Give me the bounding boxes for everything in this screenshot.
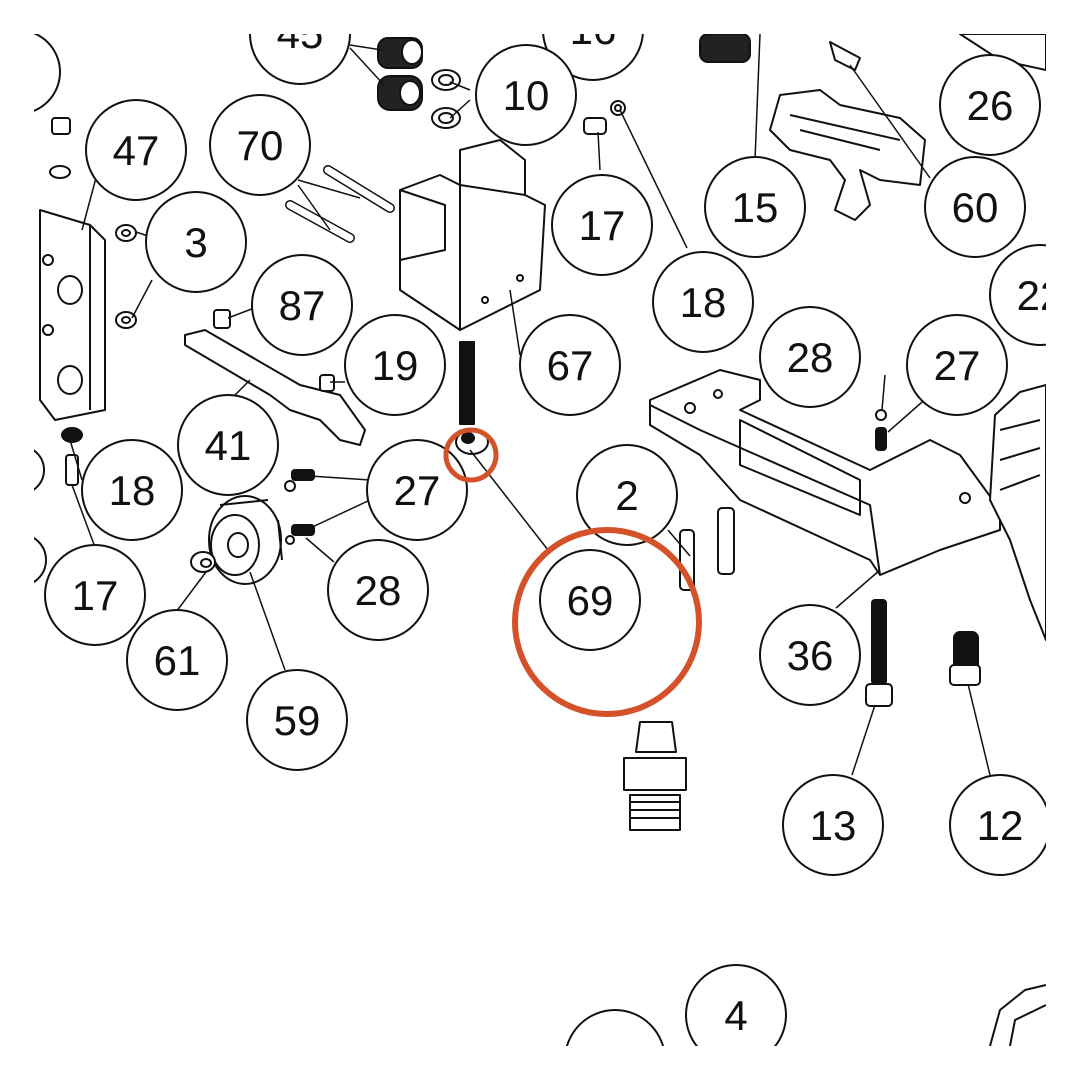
callout-label-47: 47: [113, 127, 160, 174]
callout-label-18a: 18: [680, 279, 727, 326]
screw-17-top: [583, 117, 607, 135]
screw-13: [871, 599, 887, 685]
callout-label-61: 61: [154, 637, 201, 684]
callout-circle-5: [565, 1009, 665, 1046]
pin-above-nozzle: [459, 341, 475, 425]
callout-circle-10: [475, 44, 577, 146]
callout-circle-41: [177, 394, 279, 496]
callout-label-67: 67: [547, 342, 594, 389]
callout-circle-70: [209, 94, 311, 196]
washer-3a: [115, 224, 137, 242]
callout-label-17a: 17: [579, 202, 626, 249]
handle-right: [989, 384, 1046, 641]
callout-circle-18b: [81, 439, 183, 541]
callout-circle-28a: [759, 306, 861, 408]
nut-18-top: [610, 100, 626, 116]
callout-label-17b: 17: [72, 572, 119, 619]
callout-circle-18a: [652, 251, 754, 353]
callout-circle-36: [759, 604, 861, 706]
callout-circle-28b: [327, 539, 429, 641]
callout-label-16: 16: [570, 6, 617, 53]
callout-label-15: 15: [732, 184, 779, 231]
callout-circle-47: [85, 99, 187, 201]
callout-circle-67: [519, 314, 621, 416]
callout-circle-2: [576, 444, 678, 546]
callout-label-60: 60: [952, 184, 999, 231]
callout-circle-13: [782, 774, 884, 876]
part-bottom-right: [989, 984, 1046, 1046]
callout-label-2: 2: [615, 472, 638, 519]
callout-circle-60: [924, 156, 1026, 258]
callout-circle-27b: [366, 439, 468, 541]
part-top-16: [699, 34, 751, 63]
callout-label-28b: 28: [355, 567, 402, 614]
highlight-ring-large: [512, 527, 702, 717]
callout-label-3: 3: [184, 219, 207, 266]
trigger-assembly: [769, 41, 926, 221]
callout-label-36: 36: [787, 632, 834, 679]
callout-labels: 45 16 10 26 47 70 17 15 60 3 87 18 22 19…: [72, 6, 1064, 1080]
callout-label-12: 12: [977, 802, 1024, 849]
nozzle-fitting: [623, 721, 687, 831]
callout-label-45: 45: [277, 10, 324, 57]
callout-label-70: 70: [237, 122, 284, 169]
callout-label-13: 13: [810, 802, 857, 849]
callout-label-4: 4: [724, 992, 747, 1039]
callout-circle-87: [251, 254, 353, 356]
callout-label-27a: 27: [934, 342, 981, 389]
callout-circle-27a: [906, 314, 1008, 416]
block-part-67: [399, 139, 546, 331]
callout-label-22: 22: [1017, 272, 1064, 319]
callout-label-28a: 28: [787, 334, 834, 381]
partial-callout-left-top: [34, 34, 61, 112]
callout-circle-19: [344, 314, 446, 416]
callout-circle-17a: [551, 174, 653, 276]
callout-circle-3: [145, 191, 247, 293]
callout-label-18b: 18: [109, 467, 156, 514]
washer-10b: [431, 107, 461, 129]
rail-part-47: [39, 209, 106, 421]
callout-label-10: 10: [503, 72, 550, 119]
callout-circle-22: [989, 244, 1046, 346]
callout-label-19: 19: [372, 342, 419, 389]
part-right-26: [959, 34, 1046, 71]
callout-circle-69: [539, 549, 641, 651]
knob-part-59: [208, 495, 283, 585]
callout-circle-61: [126, 609, 228, 711]
callout-label-59: 59: [274, 697, 321, 744]
callout-circle-15: [704, 156, 806, 258]
callout-label-69: 69: [567, 577, 614, 624]
partial-wheel-left: [34, 449, 45, 491]
callout-circle-26: [939, 54, 1041, 156]
callout-circle-59: [246, 669, 348, 771]
callout-label-5: 5: [603, 1037, 626, 1080]
callout-circle-12: [949, 774, 1046, 876]
screw-2b: [717, 507, 735, 575]
callout-label-27b: 27: [394, 467, 441, 514]
washer-10a: [431, 69, 461, 91]
slider-part-41: [184, 309, 366, 446]
washer-3b: [115, 311, 137, 329]
callout-label-87: 87: [279, 282, 326, 329]
leader-lines: [69, 34, 991, 776]
callout-circle-17b: [44, 544, 146, 646]
callout-label-26: 26: [967, 82, 1014, 129]
highlight-ring-small: [443, 427, 499, 483]
callout-circle-4: [685, 964, 787, 1046]
callout-circles: [44, 34, 1046, 1046]
callout-label-41: 41: [205, 422, 252, 469]
callout-circle-45: [249, 34, 351, 85]
partial-wheel-left-lower: [34, 536, 47, 584]
roller-parts: [377, 37, 423, 111]
